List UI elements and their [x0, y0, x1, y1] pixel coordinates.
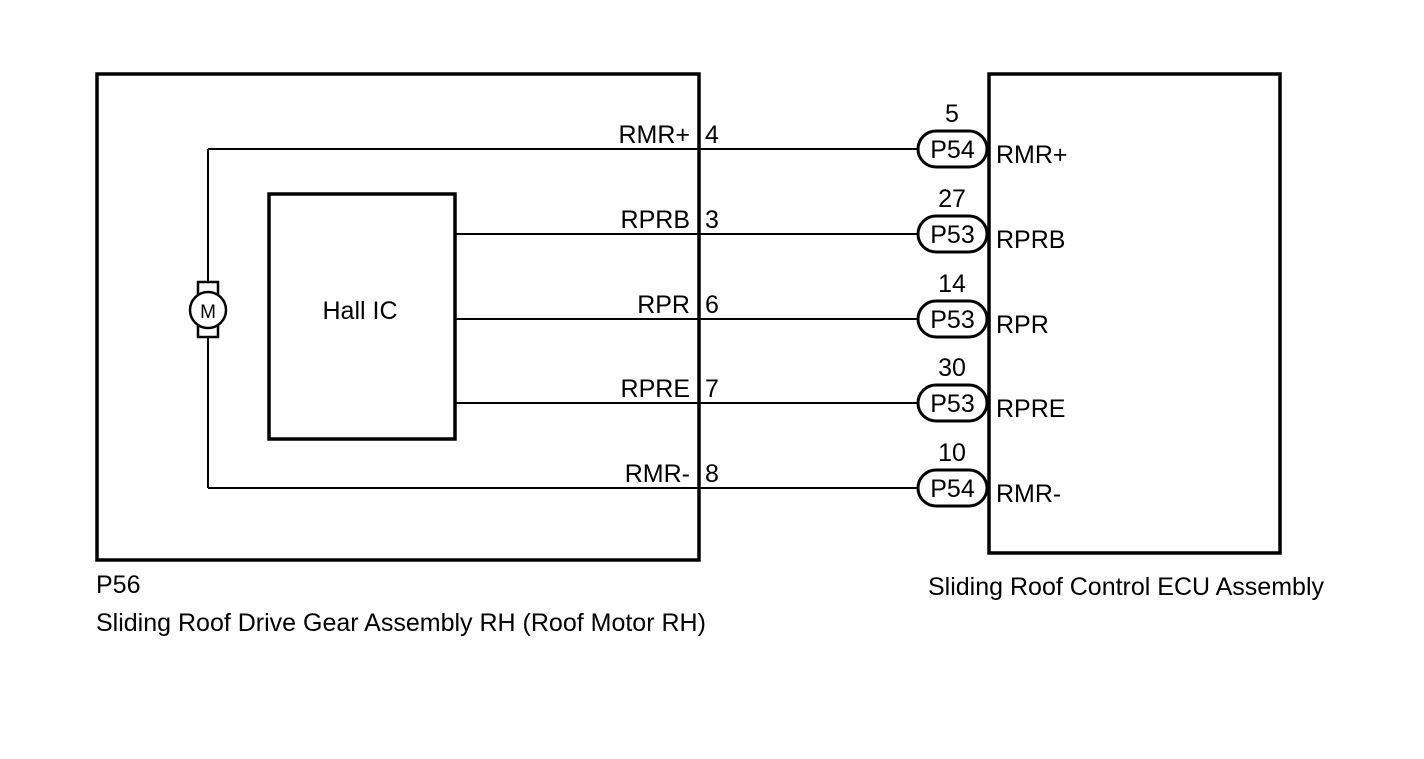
right-component-box [987, 72, 1282, 555]
right-terminal-label: RPR [996, 311, 1049, 339]
left-pin-number: 3 [705, 206, 719, 234]
connector-label: P53 [930, 390, 974, 418]
right-terminal-label: RMR- [996, 480, 1061, 508]
right-pin-number: 14 [938, 270, 966, 298]
connector-box [916, 383, 989, 423]
right-terminal-label: RPRB [996, 226, 1065, 254]
left-terminal-label: RMR+ [618, 121, 690, 149]
motor-symbol-label: M [200, 302, 216, 323]
connector-box [916, 214, 989, 254]
connector-label: P53 [930, 306, 974, 334]
right-pin-number: 10 [938, 439, 966, 467]
left-pin-number: 6 [705, 291, 719, 319]
left-terminal-label: RPRE [621, 375, 690, 403]
connector-box [916, 129, 989, 169]
hall-ic-box [267, 192, 457, 441]
left-component-name: Sliding Roof Drive Gear Assembly RH (Roo… [96, 609, 706, 637]
left-terminal-label: RMR- [625, 460, 690, 488]
right-component-name: Sliding Roof Control ECU Assembly [928, 573, 1324, 601]
motor-icon: M [188, 280, 228, 339]
left-pin-number: 7 [705, 375, 719, 403]
right-pin-number: 27 [938, 185, 966, 213]
connector-label: P54 [930, 136, 975, 164]
left-terminal-label: RPRB [621, 206, 690, 234]
left-terminal-label: RPR [637, 291, 690, 319]
left-pin-number: 4 [705, 121, 719, 149]
right-pin-number: 5 [945, 100, 959, 128]
connector-box [916, 299, 989, 339]
left-component-code: P56 [96, 571, 140, 599]
connector-label: P54 [930, 475, 975, 503]
right-terminal-label: RMR+ [996, 141, 1068, 169]
left-pin-number: 8 [705, 460, 719, 488]
hall-ic-label: Hall IC [322, 297, 397, 325]
connector-box [916, 468, 989, 508]
left-component-box [95, 72, 701, 562]
connector-label: P53 [930, 221, 974, 249]
right-pin-number: 30 [938, 354, 966, 382]
right-terminal-label: RPRE [996, 395, 1065, 423]
